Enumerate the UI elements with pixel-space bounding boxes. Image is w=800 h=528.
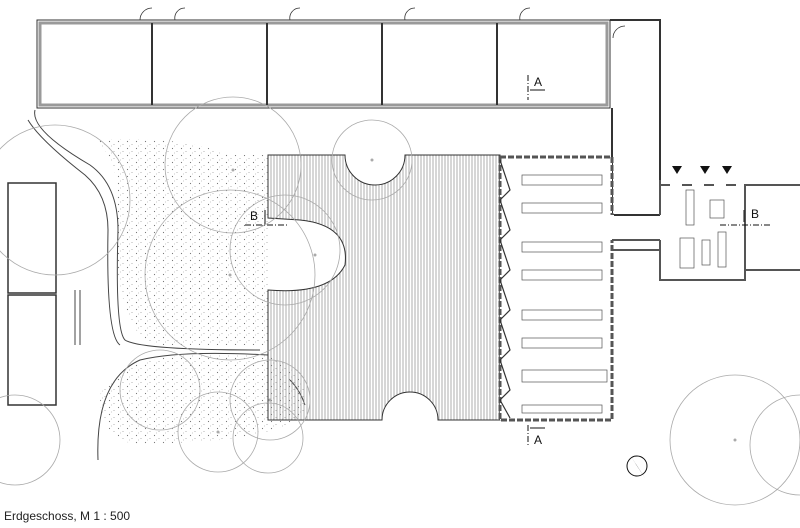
wooden-deck xyxy=(267,154,501,421)
dining-hall xyxy=(498,155,660,422)
garden-area-south xyxy=(100,355,306,445)
trees xyxy=(0,96,800,506)
section-marker-b-right: B xyxy=(720,207,770,226)
svg-text:A: A xyxy=(534,75,542,89)
footpath xyxy=(27,109,261,351)
svg-text:A: A xyxy=(534,433,542,447)
garden-area xyxy=(95,139,268,345)
north-arrow-icon xyxy=(626,455,648,478)
section-marker-a-bottom: A xyxy=(527,425,545,447)
classroom-wing xyxy=(36,7,661,216)
neighbor-buildings xyxy=(7,182,57,406)
section-marker-a-top: A xyxy=(527,75,545,100)
entrance-building xyxy=(659,166,800,281)
plan-caption: Erdgeschoss, M 1 : 500 xyxy=(4,509,131,523)
section-marker-b-left: B xyxy=(245,209,288,226)
svg-text:B: B xyxy=(250,209,258,223)
svg-text:B: B xyxy=(751,207,759,221)
